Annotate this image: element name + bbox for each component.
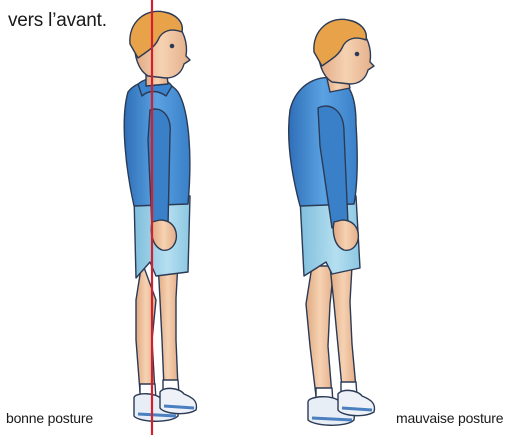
- bad-front-leg: [330, 266, 356, 388]
- bad-back-leg: [306, 266, 334, 396]
- good-posture-figure: [124, 11, 196, 421]
- good-front-shoe: [160, 388, 197, 413]
- good-front-leg: [158, 262, 178, 388]
- bad-posture-figure: [289, 19, 375, 425]
- bad-front-shoe: [338, 390, 375, 415]
